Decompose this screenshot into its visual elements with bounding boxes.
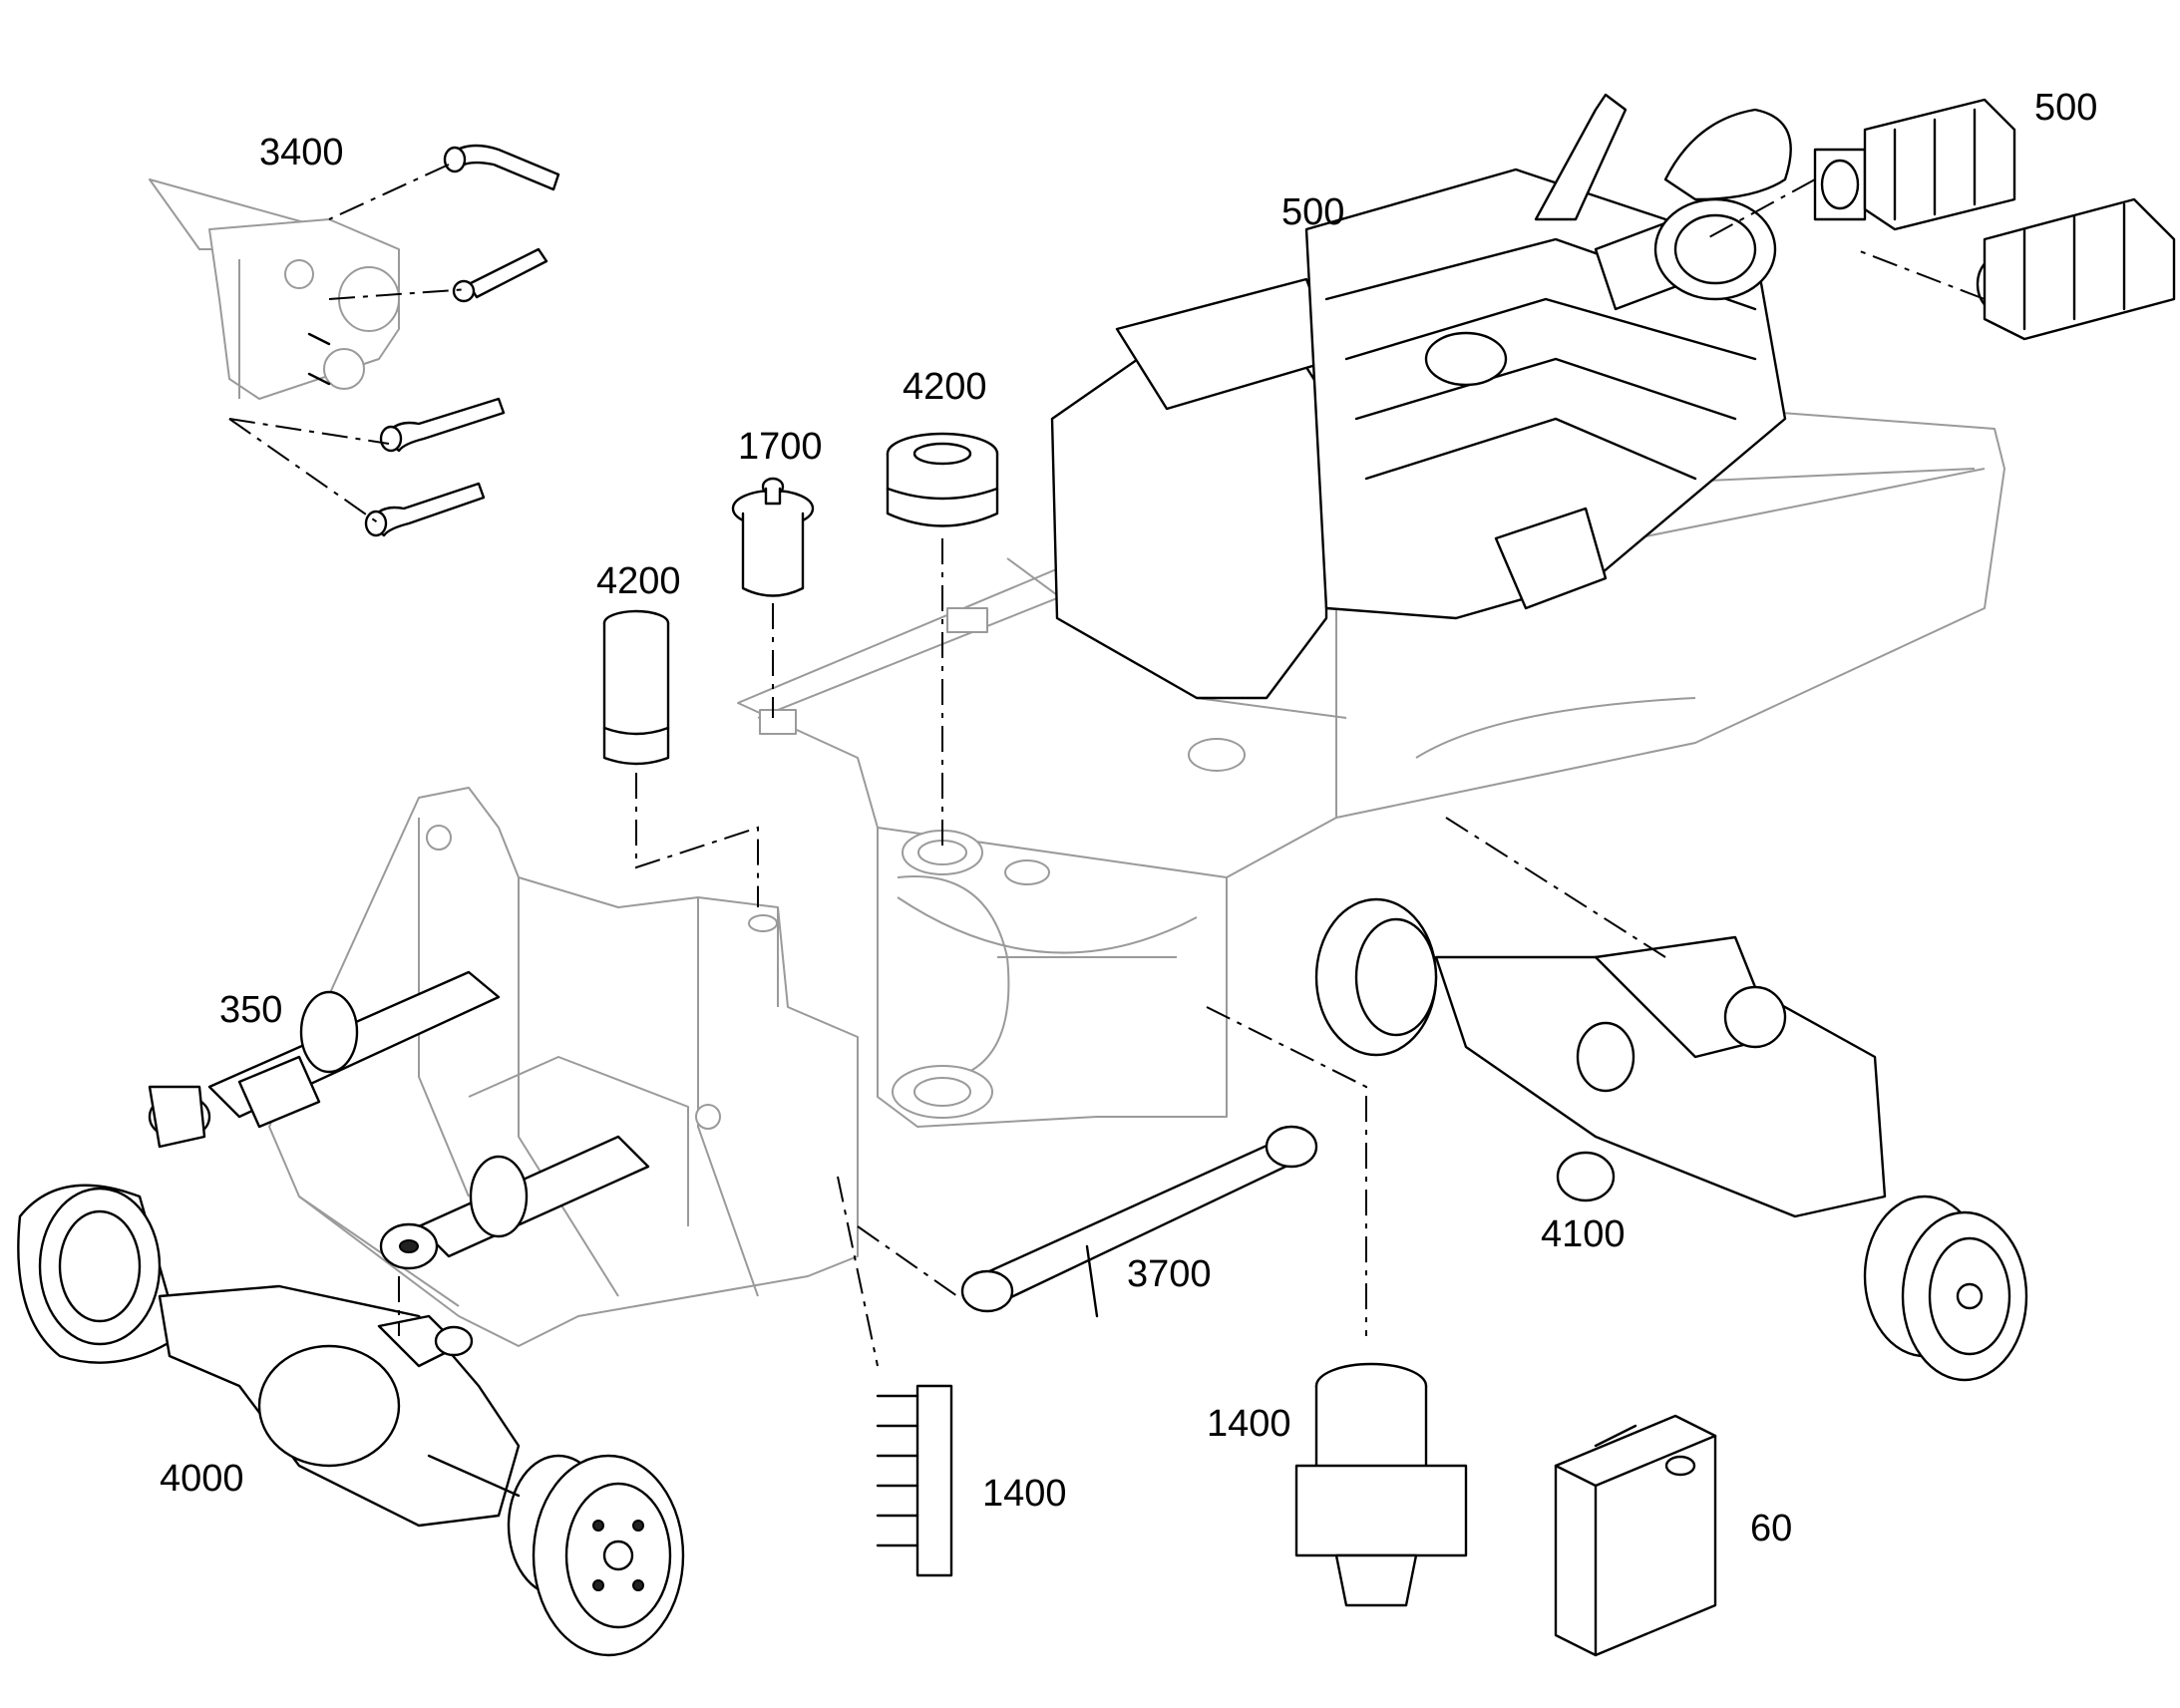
- callout-350: 350: [219, 989, 282, 1031]
- rear-axle: [1314, 897, 2028, 1382]
- steering-link-rod: [960, 1125, 1318, 1318]
- front-axle: [17, 1184, 685, 1657]
- hose-4: [364, 482, 486, 537]
- callout-labels: 3400 500 500 1700 4200 4200 350 4000 140…: [160, 87, 2097, 1549]
- hydraulic-pump-upper: [1813, 98, 2016, 231]
- lift-cylinder-lower: [379, 1135, 650, 1270]
- diesel-engine: [1050, 93, 1792, 700]
- callout-1400-block: 1400: [982, 1473, 1067, 1515]
- lift-cylinder-upper: [148, 970, 501, 1149]
- callout-3700: 3700: [1127, 1253, 1212, 1295]
- callout-4200-left: 4200: [596, 560, 681, 602]
- pivot-bushing: [731, 477, 815, 597]
- rear-frame-chassis: [737, 398, 2005, 1128]
- pivot-pin: [602, 609, 670, 766]
- hose-1: [443, 144, 560, 191]
- hydraulic-pump-lower: [1976, 197, 2176, 341]
- leader-lines: [228, 164, 1986, 1367]
- steering-pump-motor: [1294, 1362, 1468, 1607]
- callout-1400-motor: 1400: [1207, 1403, 1291, 1445]
- callout-4100: 4100: [1541, 1213, 1626, 1255]
- callout-500-pump: 500: [2034, 87, 2097, 129]
- front-frame-tower: [268, 787, 859, 1347]
- callout-60: 60: [1750, 1508, 1792, 1549]
- hose-2: [452, 247, 548, 303]
- callout-500-engine: 500: [1281, 191, 1344, 233]
- callout-1700: 1700: [738, 426, 823, 468]
- valve-manifold: [876, 1384, 953, 1577]
- pivot-bearing-housing: [886, 432, 999, 527]
- callout-4000: 4000: [160, 1458, 244, 1500]
- callout-3400: 3400: [259, 132, 344, 173]
- brake-valve-assembly: [149, 178, 400, 400]
- fluid-canister: [1554, 1414, 1717, 1657]
- hose-3: [379, 397, 506, 453]
- callout-4200-top: 4200: [903, 366, 987, 408]
